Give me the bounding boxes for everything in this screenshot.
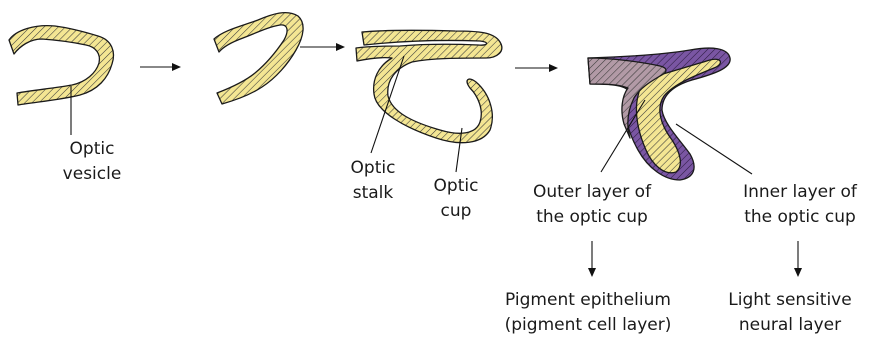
stage2-invaginating-vesicle	[214, 13, 303, 104]
pigment-epithelium-label-line2: (pigment cell layer)	[505, 315, 672, 335]
optic-cup-label-line1: Optic	[434, 176, 479, 196]
neural-layer-label-line1: Light sensitive	[728, 290, 851, 310]
stage1-optic-vesicle	[9, 26, 113, 105]
inner-layer-label-line1: Inner layer of	[743, 182, 858, 202]
optic-cup-label-line2: cup	[441, 201, 472, 221]
outer-layer-label-line1: Outer layer of	[533, 182, 652, 202]
stage4-layered-optic-cup	[588, 48, 730, 180]
optic-vesicle-label-line1: Optic	[70, 139, 115, 159]
outer-layer-label-line2: the optic cup	[536, 207, 648, 227]
stage3-optic-cup	[356, 30, 502, 142]
stage2-tissue	[214, 13, 303, 104]
optic-stalk-label-line1: Optic	[351, 158, 396, 178]
stage3-tissue	[356, 30, 502, 142]
neural-layer-label-line2: neural layer	[739, 315, 841, 335]
optic-stalk-label-line2: stalk	[353, 183, 394, 203]
vesicle-tissue	[9, 26, 113, 105]
pigment-epithelium-label-line1: Pigment epithelium	[505, 290, 671, 310]
inner-layer-label-line2: the optic cup	[744, 207, 856, 227]
optic-vesicle-label-line2: vesicle	[63, 164, 122, 184]
